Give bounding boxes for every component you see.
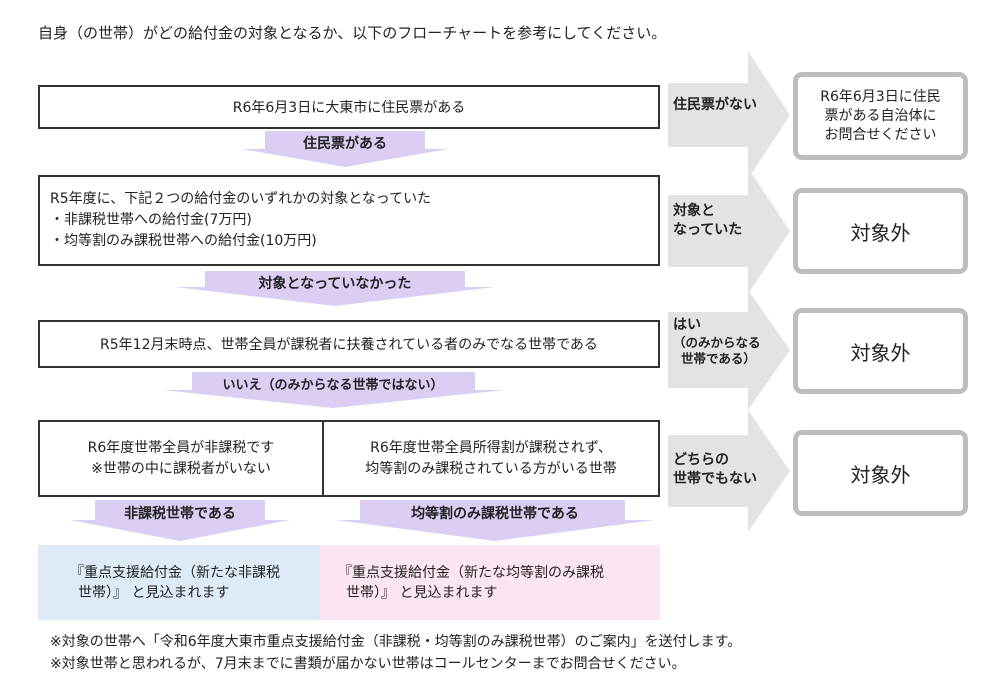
- right-arrow-2: [668, 168, 790, 294]
- note-2: ※対象世帯と思われるが、7月末までに書類が届かない世帯はコールセンターまでお問合…: [50, 656, 686, 672]
- result-1-box: R6年6月3日に住民 票がある自治体に お問合せください: [793, 72, 968, 160]
- result-4-box: 対象外: [793, 430, 968, 516]
- final-b-line1: 『重点支援給付金（新たな均等割のみ課税: [338, 564, 604, 581]
- final-a-box: 『重点支援給付金（新たな非課税 世帯）』 と見込まれます: [38, 545, 320, 620]
- right-arrow-4: [668, 410, 790, 532]
- final-b-line2: 世帯）』 と見込まれます: [346, 584, 498, 601]
- question-4a-cell: R6年度世帯全員が非課税です ※世帯の中に課税者がいない: [40, 422, 324, 495]
- right-arrow-3: [668, 290, 790, 410]
- result-4-text: 対象外: [850, 462, 911, 487]
- result-3-text: 対象外: [850, 340, 911, 365]
- note-1: ※対象の世帯へ「令和6年度大東市重点支援給付金（非課税・均等割のみ課税世帯）のご…: [50, 634, 742, 650]
- q1-yes-label: 住民票がある: [303, 136, 387, 152]
- question-4a-line1: R6年度世帯全員が非課税です: [87, 439, 275, 456]
- question-3-box: R5年12月末時点、世帯全員が課税者に扶養されている者のみでなる世帯である: [38, 320, 660, 368]
- down-arrow-3: [162, 372, 505, 408]
- down-arrow-5: [335, 500, 655, 541]
- question-4a-line2: ※世帯の中に課税者がいない: [91, 460, 271, 477]
- q2-yes-line2: なっていた: [673, 222, 743, 238]
- question-2-line3: ・均等割のみ課税世帯への給付金(10万円): [50, 233, 317, 249]
- final-a-line2: 世帯）』 と見込まれます: [78, 584, 230, 601]
- result-1-line2: 票がある自治体に: [824, 107, 937, 124]
- down-arrow-4: [70, 500, 290, 541]
- question-2-line1: R5年度に、下記２つの給付金のいずれかの対象となっていた: [50, 191, 432, 207]
- q2-yes-label: 対象と なっていた: [673, 202, 742, 240]
- q4-none-line1: どちらの: [673, 452, 729, 468]
- result-1-line3: お問合せください: [824, 126, 937, 143]
- final-a-line1: 『重点支援給付金（新たな非課税: [70, 564, 280, 581]
- q3-yes-line1: はい: [673, 317, 701, 333]
- down-arrow-2: [175, 271, 495, 306]
- question-4b-line2: 均等割のみ課税されている方がいる世帯: [365, 460, 617, 477]
- intro-text: 自身（の世帯）がどの給付金の対象となるか、以下のフローチャートを参考にしてくださ…: [38, 24, 667, 42]
- q4-none-line2: 世帯でもない: [673, 471, 757, 487]
- result-3-box: 対象外: [793, 308, 968, 394]
- right-arrow-1: [668, 51, 790, 179]
- q3-yes-label: はい （のみからなる 世帯である）: [673, 316, 761, 367]
- q3-yes-line3: 世帯である）: [681, 351, 756, 366]
- question-2-line2: ・非課税世帯への給付金(7万円): [50, 212, 252, 228]
- question-2-box: R5年度に、下記２つの給付金のいずれかの対象となっていた ・非課税世帯への給付金…: [38, 175, 660, 266]
- down-arrow-1: [242, 131, 448, 167]
- q4b-label: 均等割のみ課税世帯である: [411, 506, 579, 522]
- result-1-line1: R6年6月3日に住民: [820, 88, 941, 105]
- question-4b-cell: R6年度世帯全員所得割が課税されず、 均等割のみ課税されている方がいる世帯: [324, 422, 658, 495]
- question-1-box: R6年6月3日に大東市に住民票がある: [38, 85, 660, 129]
- q2-no-label: 対象となっていなかった: [258, 276, 412, 292]
- q3-yes-line2: （のみからなる: [673, 335, 761, 350]
- q4-none-label: どちらの 世帯でもない: [673, 451, 757, 489]
- question-3-text: R5年12月末時点、世帯全員が課税者に扶養されている者のみでなる世帯である: [100, 337, 598, 353]
- q1-no-label: 住民票がない: [673, 97, 757, 113]
- result-2-box: 対象外: [793, 188, 968, 274]
- question-1-text: R6年6月3日に大東市に住民票がある: [232, 100, 466, 116]
- final-b-box: 『重点支援給付金（新たな均等割のみ課税 世帯）』 と見込まれます: [320, 545, 660, 620]
- q2-yes-line1: 対象と: [673, 203, 715, 219]
- question-4-box: R6年度世帯全員が非課税です ※世帯の中に課税者がいない R6年度世帯全員所得割…: [38, 420, 660, 497]
- q3-no-label: いいえ（のみからなる世帯ではない）: [222, 378, 444, 393]
- result-2-text: 対象外: [850, 220, 911, 245]
- question-4b-line1: R6年度世帯全員所得割が課税されず、: [370, 439, 612, 456]
- q4a-label: 非課税世帯である: [124, 506, 236, 522]
